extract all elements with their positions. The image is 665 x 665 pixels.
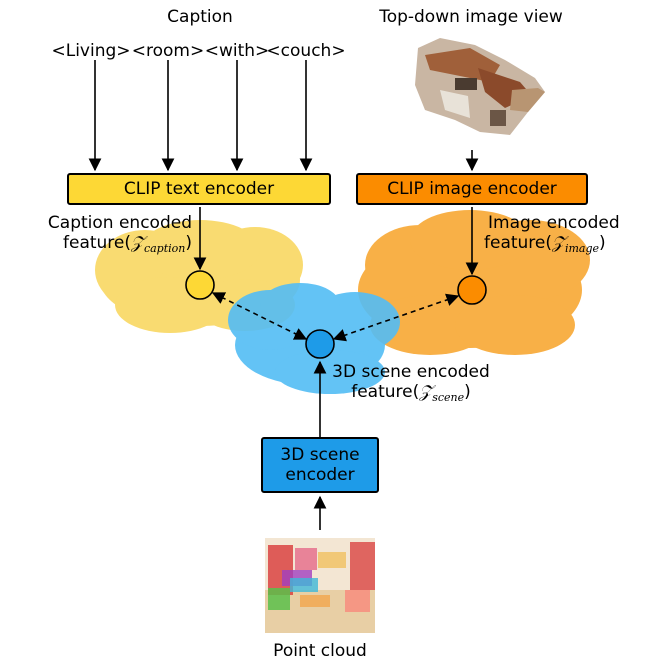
clip-image-encoder: CLIP image encoder	[356, 173, 588, 205]
topdown-title: Top-down image view	[379, 7, 563, 27]
caption-title: Caption	[167, 7, 233, 27]
scene-feature-label: 3D scene encoded feature(𝒵scene)	[332, 362, 490, 408]
caption-feature-node	[185, 270, 215, 300]
clip-image-encoder-label: CLIP image encoder	[387, 179, 557, 199]
caption-token: <couch>	[266, 41, 346, 61]
caption-token: <room>	[131, 41, 205, 61]
caption-token: <Living>	[51, 41, 131, 61]
scene-feature-line1: 3D scene encoded	[332, 362, 490, 382]
pointcloud-image	[265, 538, 375, 633]
image-feature-line1: Image encoded	[488, 213, 620, 233]
image-feature-label: Image encoded feature(𝒵image)	[484, 213, 620, 259]
image-feature-node	[457, 275, 487, 305]
scene-feature-node	[305, 329, 335, 359]
caption-feature-label: Caption encoded feature(𝒵caption)	[36, 213, 192, 259]
scene-encoder-label-line2: encoder	[285, 465, 355, 485]
scene-encoder: 3D scene encoder	[261, 437, 379, 493]
token-arrows	[88, 60, 313, 172]
topdown-image	[415, 38, 545, 135]
caption-feature-line1: Caption encoded	[47, 213, 192, 233]
scene-encoder-label-line1: 3D scene	[280, 445, 360, 465]
clip-text-encoder-label: CLIP text encoder	[123, 179, 275, 199]
clip-text-encoder: CLIP text encoder	[67, 173, 331, 205]
caption-token: <with>	[204, 41, 270, 61]
image-feature-line2: feature(𝒵image)	[484, 233, 606, 255]
caption-feature-line2: feature(𝒵caption)	[63, 233, 192, 255]
pointcloud-title: Point cloud	[273, 641, 367, 661]
scene-feature-line2: feature(𝒵scene)	[351, 382, 471, 404]
image-scene-link	[332, 293, 460, 342]
